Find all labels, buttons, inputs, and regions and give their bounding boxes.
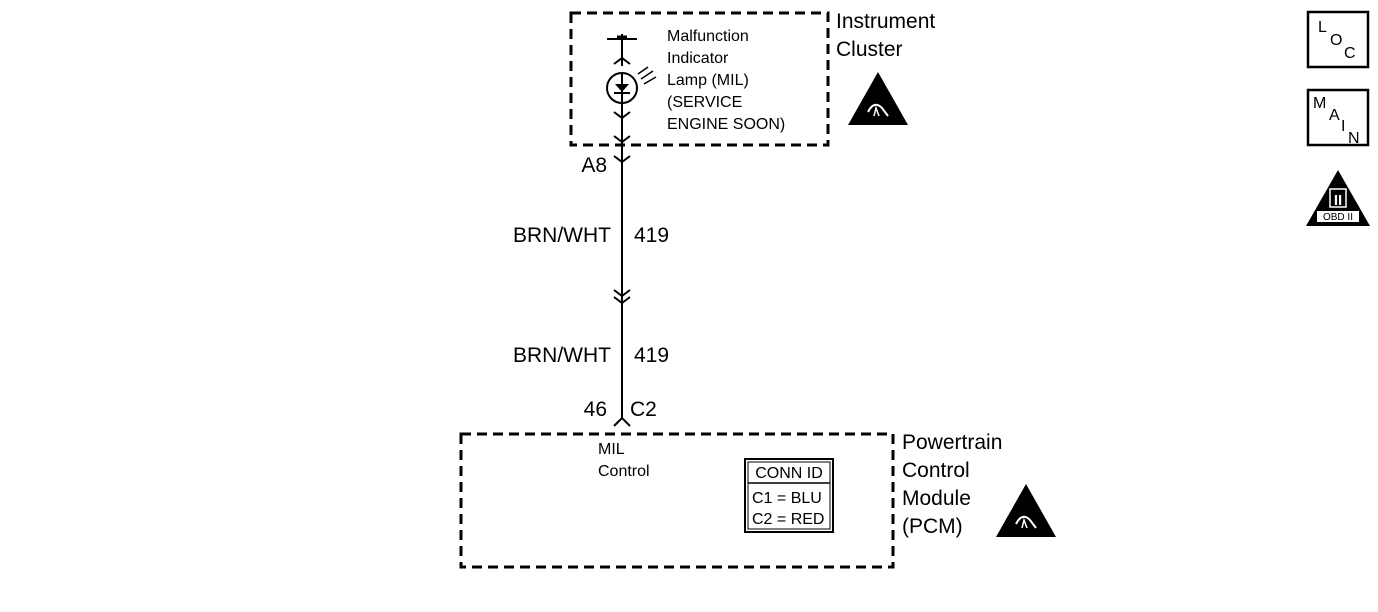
connector-a8-bottom [613, 155, 631, 164]
conn-id-row: C1 = BLU [752, 490, 822, 507]
connector-c2-pin [613, 416, 631, 427]
obd-ii-icon[interactable]: II OBD II [1306, 170, 1370, 226]
conn-id-header: CONN ID [755, 465, 823, 482]
svg-text:L: L [1318, 19, 1327, 36]
inline-connector-top [613, 289, 631, 298]
wire-color-label: BRN/WHT [513, 224, 611, 247]
mil-lamp-label: Malfunction Indicator Lamp (MIL) (SERVIC… [667, 28, 785, 133]
pcm-title: Powertrain Control Module (PCM) [902, 431, 1008, 538]
conn-id-table: CONN ID C1 = BLU C2 = RED [744, 458, 834, 533]
wire-color-label: BRN/WHT [513, 344, 611, 367]
loc-icon[interactable]: L O C [1306, 10, 1370, 69]
pcm-connector-label: C2 [630, 398, 657, 421]
svg-text:N: N [1348, 130, 1360, 147]
instrument-cluster-title: Instrument Cluster [836, 10, 941, 61]
wire-circuit-label: 419 [634, 344, 669, 367]
connector-a8-label: A8 [581, 154, 607, 177]
esd-sensitive-icon [848, 72, 908, 125]
instrument-cluster-box [569, 11, 830, 147]
pcm-pin-label: 46 [584, 398, 607, 421]
svg-text:II: II [1334, 192, 1342, 209]
svg-text:C: C [1344, 45, 1356, 62]
svg-text:A: A [1329, 107, 1340, 124]
wire-circuit-label: 419 [634, 224, 669, 247]
svg-text:O: O [1330, 32, 1342, 49]
conn-id-row: C2 = RED [752, 511, 824, 528]
main-icon[interactable]: M A I N [1306, 88, 1370, 147]
mil-control-label: MIL Control [598, 441, 650, 480]
svg-text:M: M [1313, 95, 1326, 112]
mil-lamp-symbol [606, 34, 657, 120]
inline-connector-bottom [613, 296, 631, 305]
esd-sensitive-icon [996, 484, 1056, 537]
connector-a8-top [613, 135, 631, 144]
svg-text:I: I [1341, 118, 1345, 135]
pcm-box [459, 432, 895, 569]
svg-text:OBD II: OBD II [1323, 212, 1353, 223]
